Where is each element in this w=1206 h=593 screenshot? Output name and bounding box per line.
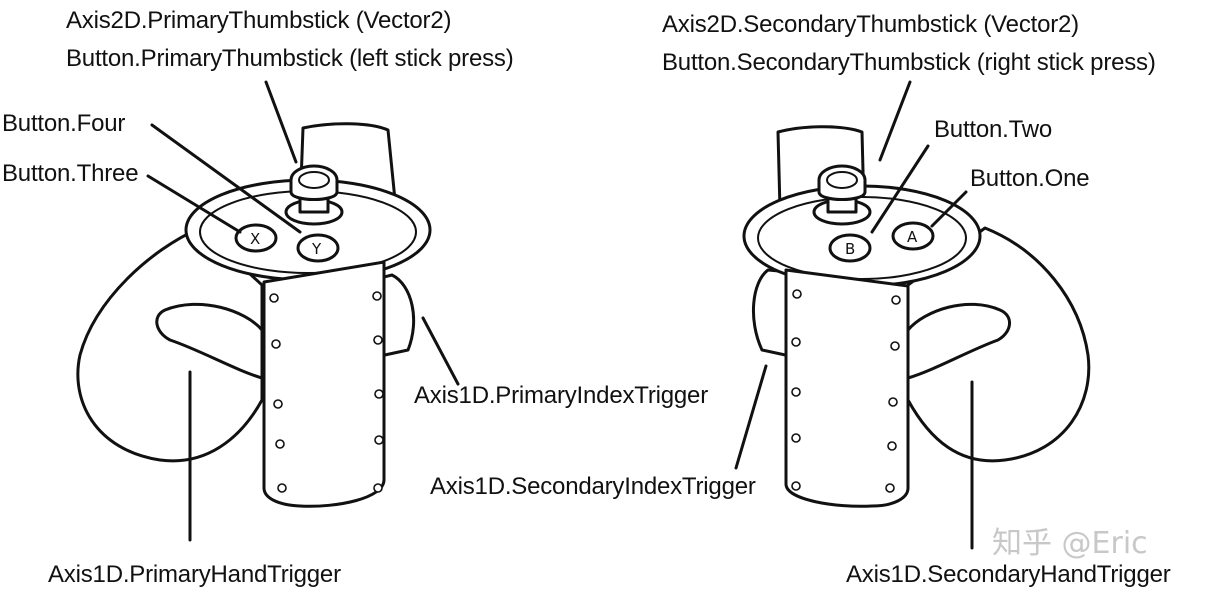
button-x-shape — [234, 223, 278, 253]
leader-secondary-thumbstick — [878, 80, 912, 162]
label-primary-hand-trigger: Axis1D.PrimaryHandTrigger — [48, 561, 341, 588]
label-secondary-thumbstick-button: Button.SecondaryThumbstick (right stick … — [662, 49, 1156, 76]
left-screw-holes — [269, 291, 384, 493]
label-primary-thumbstick-button: Button.PrimaryThumbstick (left stick pre… — [66, 45, 514, 72]
button-b-glyph: B — [845, 240, 855, 258]
label-secondary-hand-trigger: Axis1D.SecondaryHandTrigger — [846, 561, 1171, 588]
left-hand-trigger — [155, 302, 264, 380]
left-controller: X Y — [76, 122, 432, 508]
label-button-four: Button.Four — [2, 110, 126, 137]
button-b-shape — [828, 233, 872, 263]
button-x-glyph: X — [250, 230, 260, 248]
leader-secondary-index-trigger — [734, 364, 768, 470]
button-y-shape — [296, 233, 340, 263]
button-a-glyph: A — [907, 228, 918, 246]
label-primary-index-trigger: Axis1D.PrimaryIndexTrigger — [414, 382, 708, 409]
left-grip — [76, 226, 264, 463]
right-grip — [906, 226, 1091, 463]
watermark: 知乎 @Eric — [992, 526, 1148, 561]
label-primary-thumbstick-axis: Axis2D.PrimaryThumbstick (Vector2) — [66, 7, 452, 34]
leader-button-three — [146, 174, 242, 234]
label-secondary-index-trigger: Axis1D.SecondaryIndexTrigger — [430, 473, 756, 500]
button-y-glyph: Y — [311, 240, 322, 258]
label-secondary-thumbstick-axis: Axis2D.SecondaryThumbstick (Vector2) — [662, 11, 1079, 38]
right-front-column — [784, 268, 910, 508]
left-front-column — [262, 260, 386, 508]
leader-primary-thumbstick — [264, 80, 298, 164]
leader-lines — [146, 80, 974, 550]
right-screw-holes — [791, 289, 901, 493]
button-a-shape — [891, 221, 935, 251]
leader-button-four — [150, 123, 302, 234]
leader-button-two — [870, 144, 930, 234]
right-index-trigger — [751, 268, 792, 358]
label-button-one: Button.One — [970, 165, 1090, 192]
right-hand-trigger — [906, 302, 1011, 380]
leader-primary-index-trigger — [421, 316, 460, 386]
right-controller: B A — [742, 125, 1091, 508]
label-button-three: Button.Three — [2, 160, 139, 187]
label-button-two: Button.Two — [934, 116, 1053, 143]
leader-button-one — [930, 190, 968, 228]
left-index-trigger — [378, 273, 416, 358]
